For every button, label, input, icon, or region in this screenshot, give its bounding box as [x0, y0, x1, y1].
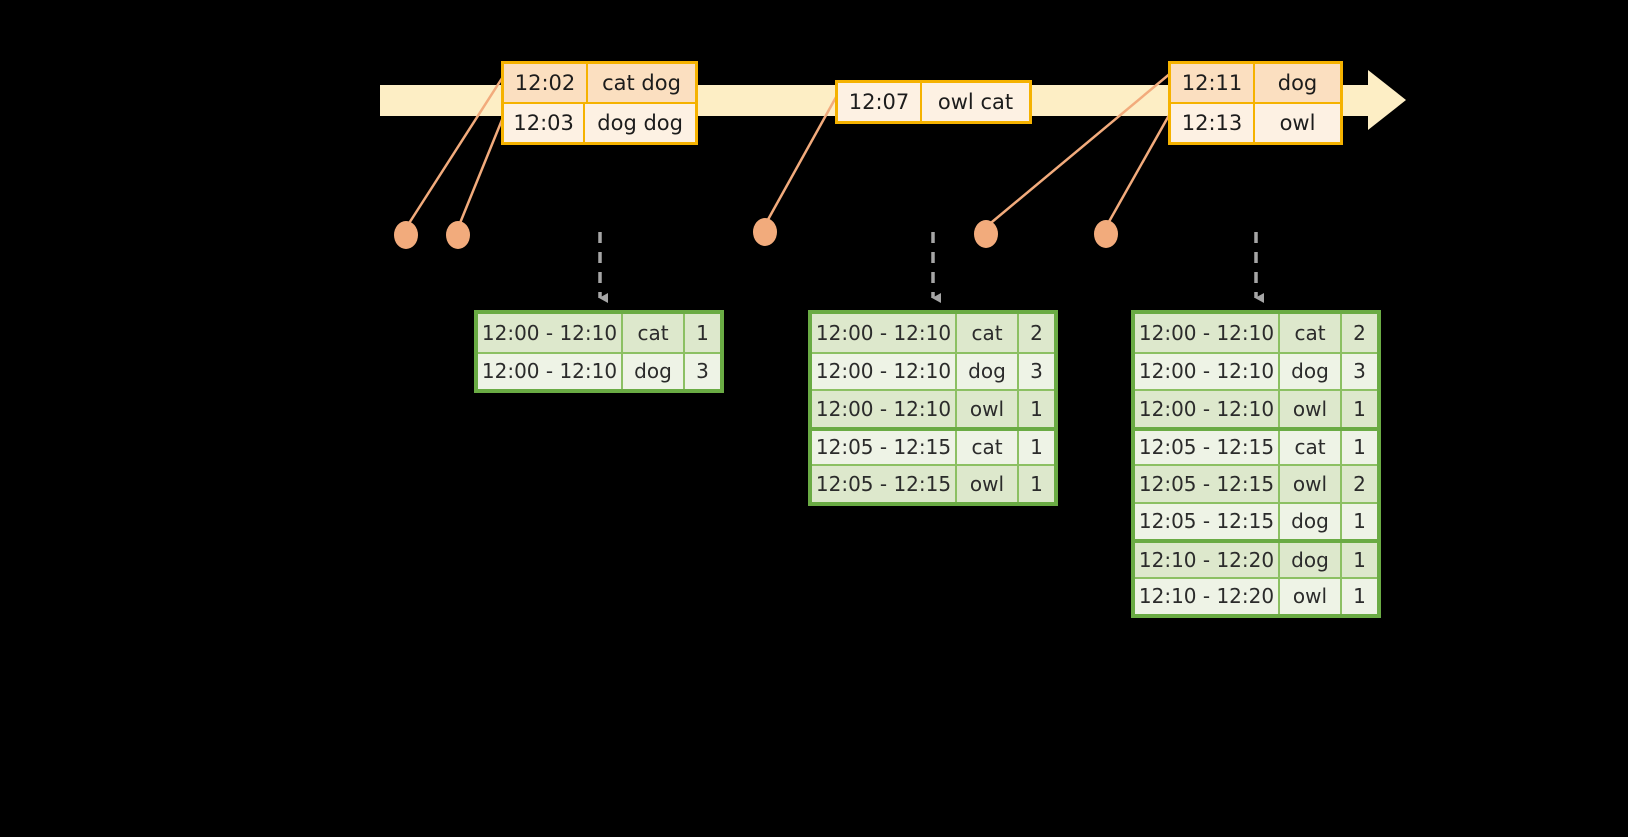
- cell-count: 2: [1030, 320, 1043, 345]
- cell-window: 12:00 - 12:10: [812, 391, 957, 427]
- cell-count: 2: [1353, 320, 1366, 345]
- event-row[interactable]: 12:02 cat dog: [504, 64, 695, 102]
- cell-window: 12:00 - 12:10: [812, 353, 957, 389]
- cell-word: cat: [957, 314, 1019, 352]
- marker-dot-12-07: [753, 218, 777, 246]
- event-row[interactable]: 12:13 owl: [1171, 102, 1340, 142]
- cell-window: 12:00 - 12:10: [1135, 391, 1280, 427]
- event-time: 12:13: [1171, 104, 1255, 142]
- cell-word: cat: [957, 430, 1019, 464]
- event-words: owl cat: [937, 90, 1014, 114]
- event-time: 12:07: [838, 83, 922, 121]
- timeline-arrowhead-icon: [1368, 70, 1406, 130]
- marker-dot-12-13: [1094, 220, 1118, 248]
- event-words: dog dog: [597, 111, 683, 135]
- cell-window: 12:00 - 12:10: [812, 314, 957, 352]
- event-row[interactable]: 12:03 dog dog: [504, 102, 695, 142]
- cell-window: 12:05 - 12:15: [1135, 503, 1280, 539]
- cell-window: 12:00 - 12:10: [1135, 314, 1280, 352]
- cell-word: owl: [957, 391, 1019, 427]
- cell-word: dog: [957, 353, 1019, 389]
- marker-dot-12-11: [974, 220, 998, 248]
- cell-count: 1: [1353, 584, 1366, 609]
- cell-word: owl: [957, 466, 1019, 502]
- cell-window: 12:00 - 12:10: [1135, 353, 1280, 389]
- cell-count: 1: [696, 320, 709, 345]
- event-row[interactable]: 12:07 owl cat: [838, 83, 1029, 121]
- cell-window: 12:10 - 12:20: [1135, 543, 1280, 577]
- event-words: owl: [1279, 111, 1316, 135]
- cell-window: 12:10 - 12:20: [1135, 578, 1280, 614]
- event-words: dog: [1277, 71, 1318, 95]
- cell-word: cat: [1280, 430, 1342, 464]
- cell-count: 1: [1030, 471, 1043, 496]
- cell-window: 12:05 - 12:15: [812, 466, 957, 502]
- event-box-3[interactable]: 12:11 dog 12:13 owl: [1168, 61, 1343, 145]
- cell-count: 1: [1353, 435, 1366, 460]
- event-time: 12:03: [504, 104, 586, 142]
- cell-count: 3: [1353, 359, 1366, 384]
- event-row[interactable]: 12:11 dog: [1171, 64, 1340, 102]
- cell-count: 2: [1353, 471, 1366, 496]
- cell-count: 1: [1353, 547, 1366, 572]
- cell-word: owl: [1280, 466, 1342, 502]
- cell-word: dog: [1280, 503, 1342, 539]
- cell-word: owl: [1280, 391, 1342, 427]
- cell-count: 1: [1030, 435, 1043, 460]
- cell-count: 1: [1353, 509, 1366, 534]
- cell-word: dog: [623, 353, 685, 389]
- connector-12-13: [1104, 109, 1174, 228]
- event-words: cat dog: [602, 71, 681, 95]
- cell-window: 12:05 - 12:15: [1135, 430, 1280, 464]
- cell-word: dog: [1280, 543, 1342, 577]
- cell-word: dog: [1280, 353, 1342, 389]
- cell-window: 12:00 - 12:10: [478, 314, 623, 352]
- cell-count: 1: [1353, 396, 1366, 421]
- marker-dot-12-02: [394, 221, 418, 249]
- cell-word: cat: [1280, 314, 1342, 352]
- marker-dot-12-03: [446, 221, 470, 249]
- cell-word: cat: [623, 314, 685, 352]
- cell-count: 1: [1030, 396, 1043, 421]
- event-box-1[interactable]: 12:02 cat dog 12:03 dog dog: [501, 61, 698, 145]
- event-time: 12:02: [504, 64, 588, 102]
- cell-count: 3: [696, 359, 709, 384]
- event-time: 12:11: [1171, 64, 1255, 102]
- cell-window: 12:00 - 12:10: [478, 353, 623, 389]
- event-markers: [394, 218, 1118, 249]
- event-box-2[interactable]: 12:07 owl cat: [835, 80, 1032, 124]
- cell-window: 12:05 - 12:15: [812, 430, 957, 464]
- trigger-arrows: [598, 232, 1264, 303]
- cell-word: owl: [1280, 578, 1342, 614]
- connector-12-03: [456, 109, 508, 229]
- cell-window: 12:05 - 12:15: [1135, 466, 1280, 502]
- cell-count: 3: [1030, 359, 1043, 384]
